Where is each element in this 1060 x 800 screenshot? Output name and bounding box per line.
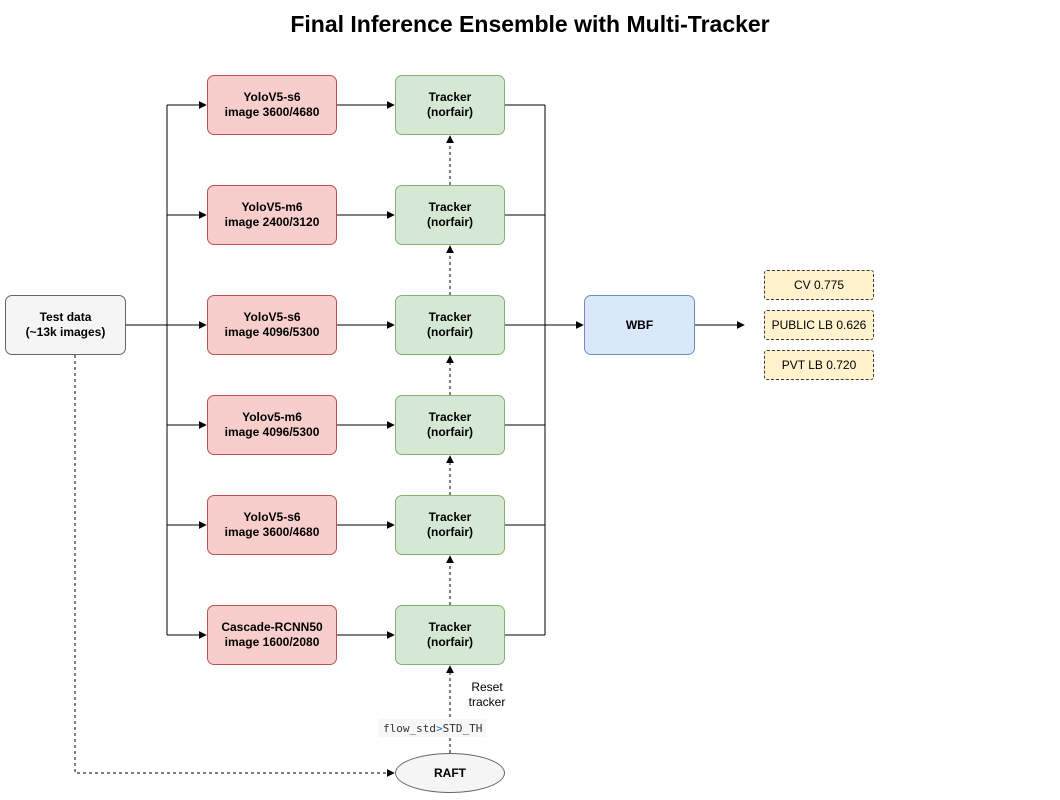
model-node-2[interactable]: YoloV5-m6 image 2400/3120 — [207, 185, 337, 245]
tracker-library: (norfair) — [427, 215, 473, 229]
tracker-library: (norfair) — [427, 105, 473, 119]
result-private-lb: PVT LB 0.720 — [764, 350, 874, 380]
tracker-library: (norfair) — [427, 525, 473, 539]
model-node-1[interactable]: YoloV5-s6 image 3600/4680 — [207, 75, 337, 135]
result-cv-text: CV 0.775 — [793, 278, 845, 292]
model-name: YoloV5-m6 — [241, 200, 303, 214]
result-private-lb-text: PVT LB 0.720 — [781, 358, 857, 372]
raft-node[interactable]: RAFT — [395, 753, 505, 793]
result-public-lb-text: PUBLIC LB 0.626 — [771, 318, 867, 332]
tracker-library: (norfair) — [427, 635, 473, 649]
tracker-library: (norfair) — [427, 325, 473, 339]
tracker-label: Tracker — [428, 200, 472, 214]
reset-note-line1: Reset — [471, 680, 503, 694]
condition-left: flow_std — [383, 721, 436, 735]
model-image-size: image 2400/3120 — [224, 215, 320, 229]
model-image-size: image 4096/5300 — [224, 425, 320, 439]
model-name: Cascade-RCNN50 — [221, 620, 323, 634]
test-data-node[interactable]: Test data (~13k images) — [5, 295, 126, 355]
model-node-3[interactable]: YoloV5-s6 image 4096/5300 — [207, 295, 337, 355]
reset-note-line2: tracker — [468, 695, 506, 709]
test-data-title: Test data — [39, 310, 92, 324]
tracker-label: Tracker — [428, 620, 472, 634]
result-public-lb: PUBLIC LB 0.626 — [764, 310, 874, 340]
model-image-size: image 3600/4680 — [224, 525, 320, 539]
tracker-label: Tracker — [428, 410, 472, 424]
model-node-5[interactable]: YoloV5-s6 image 3600/4680 — [207, 495, 337, 555]
diagram-title: Final Inference Ensemble with Multi-Trac… — [290, 11, 770, 37]
tracker-label: Tracker — [428, 90, 472, 104]
model-name: Yolov5-m6 — [242, 410, 302, 424]
wbf-label: WBF — [625, 317, 654, 332]
condition-right: STD_TH — [442, 721, 483, 735]
model-image-size: image 1600/2080 — [224, 635, 320, 649]
wbf-node[interactable]: WBF — [584, 295, 695, 355]
tracker-node-2[interactable]: Tracker (norfair) — [395, 185, 505, 245]
model-node-4[interactable]: Yolov5-m6 image 4096/5300 — [207, 395, 337, 455]
model-name: YoloV5-s6 — [243, 310, 301, 324]
tracker-node-4[interactable]: Tracker (norfair) — [395, 395, 505, 455]
tracker-node-5[interactable]: Tracker (norfair) — [395, 495, 505, 555]
tracker-label: Tracker — [428, 510, 472, 524]
tracker-library: (norfair) — [427, 425, 473, 439]
condition-operator: > — [435, 721, 443, 735]
model-name: YoloV5-s6 — [243, 510, 301, 524]
reset-condition: flow_std > STD_TH — [379, 719, 487, 737]
raft-label: RAFT — [434, 766, 466, 780]
model-image-size: image 3600/4680 — [224, 105, 320, 119]
model-name: YoloV5-s6 — [243, 90, 301, 104]
tracker-node-3[interactable]: Tracker (norfair) — [395, 295, 505, 355]
tracker-label: Tracker — [428, 310, 472, 324]
tracker-node-1[interactable]: Tracker (norfair) — [395, 75, 505, 135]
tracker-node-6[interactable]: Tracker (norfair) — [395, 605, 505, 665]
result-cv: CV 0.775 — [764, 270, 874, 300]
reset-tracker-note: Reset tracker — [462, 680, 512, 710]
model-image-size: image 4096/5300 — [224, 325, 320, 339]
arrow-input-raft — [74, 355, 395, 777]
test-data-count: (~13k images) — [25, 325, 106, 339]
model-node-6[interactable]: Cascade-RCNN50 image 1600/2080 — [207, 605, 337, 665]
